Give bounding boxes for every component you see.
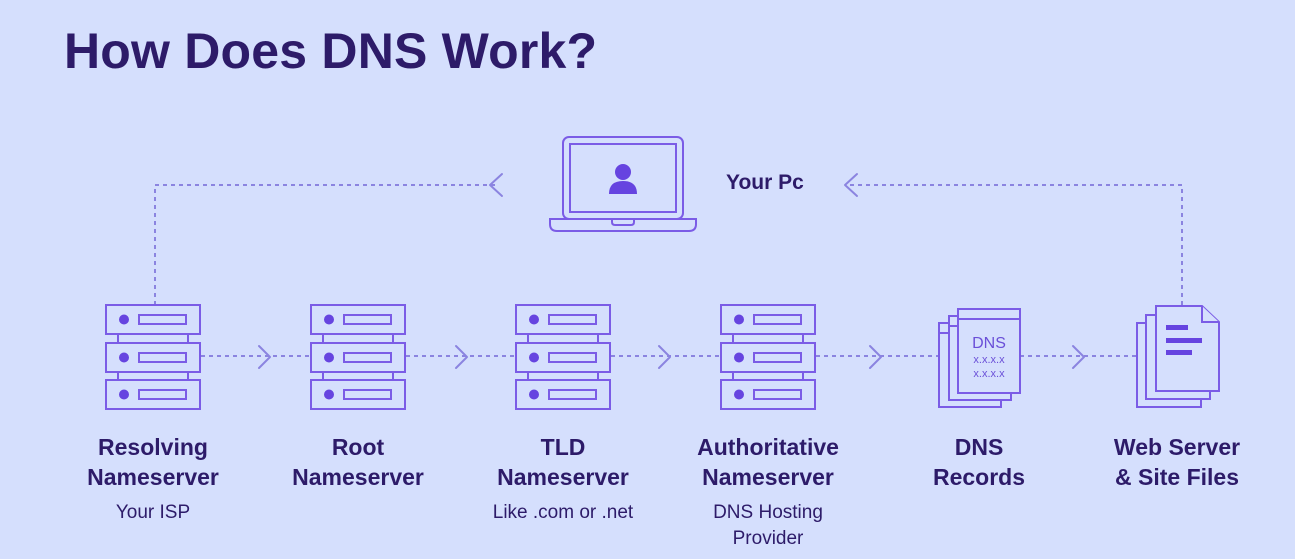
- node-title-line-2: & Site Files: [1115, 464, 1239, 490]
- node-title-line-2: Nameserver: [87, 464, 219, 490]
- server-rack-icon: [515, 304, 611, 410]
- arrow-right-icon: [1072, 345, 1085, 369]
- arrow-left-icon: [489, 173, 503, 197]
- node-subtitle-line-1: Like .com or .net: [492, 502, 634, 523]
- connectors: [154, 184, 1183, 357]
- node-title-line-2: Nameserver: [292, 464, 424, 490]
- connector-resolving-to-pc: [154, 184, 497, 305]
- server-rack-icon: [720, 304, 816, 410]
- server-rack-icon: [105, 304, 201, 410]
- arrow-right-icon: [869, 345, 882, 369]
- pc-label: Your Pc: [726, 171, 804, 194]
- node-title-line-2: Nameserver: [497, 464, 629, 490]
- node-subtitle: Your ISP: [53, 500, 253, 526]
- node-title-line-2: Records: [932, 464, 1026, 490]
- node-title-line-2: Nameserver: [702, 464, 834, 490]
- node-label-records: DNS Records: [879, 432, 1079, 492]
- node-title-line-1: Web Server: [1113, 434, 1241, 460]
- node-subtitle-line-2: Provider: [732, 528, 804, 549]
- server-rack-icon: [310, 304, 406, 410]
- node-subtitle-line-1: Your ISP: [115, 502, 191, 523]
- connector-webserver-to-pc: [850, 184, 1183, 305]
- dns-records-line-2: x.x.x.x: [973, 368, 1005, 380]
- arrow-left-icon: [844, 173, 858, 197]
- node-title-line-1: DNS: [954, 434, 1004, 460]
- node-title: TLD Nameserver: [463, 432, 663, 492]
- dns-records-heading: DNS: [972, 335, 1006, 352]
- node-title-line-1: Root: [331, 434, 385, 460]
- dns-records-icon: DNS x.x.x.x x.x.x.x: [938, 308, 1021, 408]
- laptop-user-icon: [549, 136, 697, 232]
- node-subtitle: Like .com or .net: [463, 500, 663, 526]
- dns-records-line-1: x.x.x.x: [973, 354, 1005, 366]
- node-label-webserver: Web Server & Site Files: [1077, 432, 1277, 492]
- arrow-right-icon: [455, 345, 468, 369]
- text-lines-icon: [1166, 325, 1202, 355]
- arrow-right-icon: [258, 345, 271, 369]
- arrow-right-icon: [658, 345, 671, 369]
- node-subtitle-line-1: DNS Hosting: [713, 502, 823, 523]
- site-files-icon: [1136, 305, 1220, 408]
- node-title-line-1: TLD: [540, 434, 586, 460]
- node-title: Web Server & Site Files: [1077, 432, 1277, 492]
- node-title: DNS Records: [879, 432, 1079, 492]
- page-title: How Does DNS Work?: [64, 23, 598, 79]
- node-title-line-1: Authoritative: [697, 434, 839, 460]
- user-icon: [609, 164, 637, 194]
- node-title-line-1: Resolving: [98, 434, 208, 460]
